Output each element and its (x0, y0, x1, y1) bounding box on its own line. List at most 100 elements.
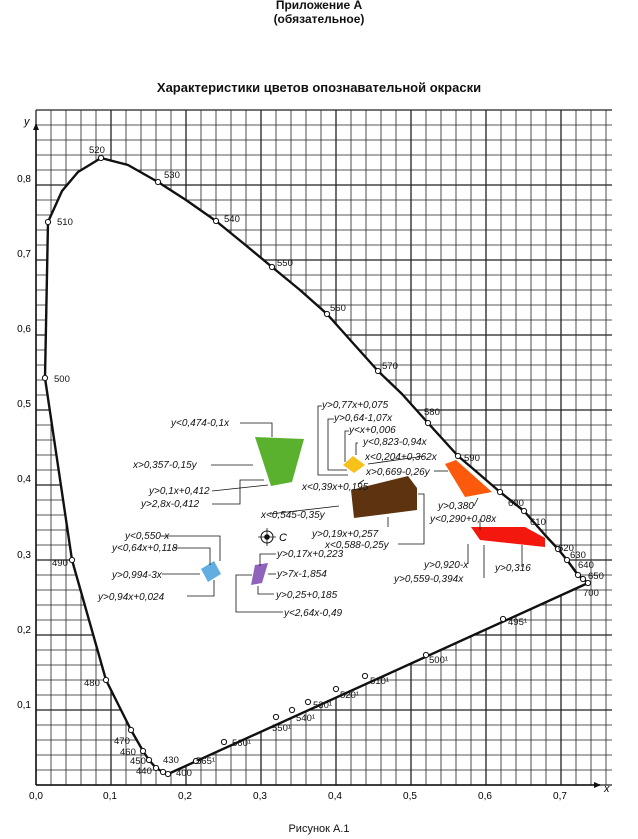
wavelength-point (220, 738, 228, 746)
blue-constraint: y<0,64x+0,118 (111, 543, 178, 554)
brown-constraint: x<0,545-0,35y (260, 510, 326, 521)
green-constraint: y>2,8x-0,412 (140, 499, 200, 510)
wavelength-point (41, 374, 49, 382)
red-region (471, 527, 545, 547)
brown-constraint: x<0,204+0,362x (364, 452, 438, 463)
wavelength-label: 500 (54, 374, 70, 385)
wavelength-point (424, 419, 432, 427)
x-tick-label: 0,2 (178, 791, 192, 802)
yellow-constraint: y>0,64-1,07x (333, 413, 393, 424)
x-tick-label: 0,4 (328, 791, 342, 802)
green-constraint: x>0,357-0,15y (132, 460, 198, 471)
wavelength-point (361, 672, 369, 680)
blue-constraint: y>0,94x+0,024 (97, 592, 165, 603)
wavelength-label: 650 (588, 571, 604, 582)
spectral-locus-area (45, 158, 588, 774)
wavelength-point (304, 698, 312, 706)
wavelength-point (374, 367, 382, 375)
wavelength-label: 570 (382, 361, 398, 372)
wavelength-label: 480 (84, 678, 100, 689)
appendix-note: (обязательное) (273, 12, 365, 26)
yellow-region (343, 456, 365, 473)
blue-constraint: y>0,994-3x (111, 570, 163, 581)
x-tick-label: 0,3 (253, 791, 267, 802)
wavelength-point (268, 263, 276, 271)
wavelength-label: 540 (224, 214, 240, 225)
wavelength-point (68, 556, 76, 564)
complementary-wavelength-label: 530¹ (313, 700, 332, 711)
complementary-wavelength-label: 560¹ (232, 738, 251, 749)
wavelength-label: 630 (570, 550, 586, 561)
wavelength-point (192, 757, 200, 765)
wavelength-point (127, 726, 135, 734)
x-tick-label: 0,6 (478, 791, 492, 802)
wavelength-point (584, 579, 592, 587)
wavelength-label: 700 (583, 588, 599, 599)
figure-caption: Рисунок А.1 (288, 823, 350, 835)
wavelength-point (139, 747, 147, 755)
yellow-constraint: y>0,77x+0,075 (321, 400, 389, 411)
wavelength-point (154, 178, 162, 186)
wavelength-point (520, 507, 528, 515)
wavelength-label: 510 (57, 217, 73, 228)
wavelength-point (422, 651, 430, 659)
x-tick-label: 0,1 (103, 791, 117, 802)
wavelength-point (454, 452, 462, 460)
brown-constraint: x<0,39x+0,195 (301, 482, 369, 493)
wavelength-point (323, 310, 331, 318)
complementary-wavelength-label: 550¹ (272, 723, 291, 734)
wavelength-label: 520 (89, 145, 105, 156)
blue-region (201, 561, 221, 582)
wavelength-label: 620 (558, 543, 574, 554)
violet-constraint: y>0,17x+0,223 (276, 549, 344, 560)
green-constraint: y<0,474-0,1x (170, 418, 230, 429)
wavelength-label: 610 (530, 517, 546, 528)
yellow-constraint: y<0,823-0,94x (362, 437, 428, 448)
y-tick-label: 0,3 (17, 550, 31, 561)
wavelength-label: 530 (164, 170, 180, 181)
wavelength-label: 440 (136, 766, 152, 777)
illuminant-c-point (258, 528, 276, 546)
brown-constraint: y>0,19x+0,257 (311, 529, 379, 540)
wavelength-point (145, 756, 153, 764)
wavelength-point (332, 685, 340, 693)
violet-constraint: y>0,25+0,185 (275, 590, 338, 601)
wavelength-label: 560 (330, 303, 346, 314)
orange-constraint: y>0,380 (437, 501, 474, 512)
y-axis-name: y (23, 116, 31, 128)
y-tick-label: 0,6 (17, 324, 31, 335)
green-constraint: y>0,1x+0,412 (148, 486, 210, 497)
complementary-wavelength-label: 495¹ (508, 617, 527, 628)
y-tick-label: 0,5 (17, 399, 31, 410)
red-constraint: y>0,316 (494, 563, 531, 574)
wavelength-label: 460 (120, 747, 136, 758)
orange-constraint: x>0,669-0,26y (365, 467, 431, 478)
complementary-wavelength-label: 520¹ (340, 690, 359, 701)
wavelength-point (212, 217, 220, 225)
purple-line (167, 581, 589, 776)
wavelength-label: 640 (578, 560, 594, 571)
red-constraint: y>0,920-x (423, 560, 469, 571)
wavelength-label: 580 (424, 407, 440, 418)
spectral-locus (43, 156, 589, 776)
complementary-wavelength-label: 510¹ (370, 676, 389, 687)
wavelength-label: 470 (114, 736, 130, 747)
violet-constraint: y<2,64x-0,49 (283, 608, 343, 619)
wavelength-label: 550 (277, 258, 293, 269)
violet-constraint: y>7x-1,854 (276, 569, 327, 580)
violet-region (251, 563, 268, 585)
y-tick-label: 0,4 (17, 474, 31, 485)
y-tick-label: 0,7 (17, 249, 31, 260)
wavelength-label: 400 (176, 768, 192, 779)
complementary-wavelength-label: 500¹ (429, 655, 448, 666)
wavelength-point (272, 713, 280, 721)
brown-region (351, 476, 417, 518)
wavelength-point (97, 154, 105, 162)
x-axis-name: x (603, 783, 610, 795)
wavelength-point (563, 556, 571, 564)
x-tick-label: 0,7 (553, 791, 567, 802)
wavelength-label: 590 (464, 453, 480, 464)
red-constraint: y<0,290+0,08x (429, 514, 497, 525)
y-tick-label: 0,8 (17, 174, 31, 185)
wavelength-label: 430 (163, 755, 179, 766)
